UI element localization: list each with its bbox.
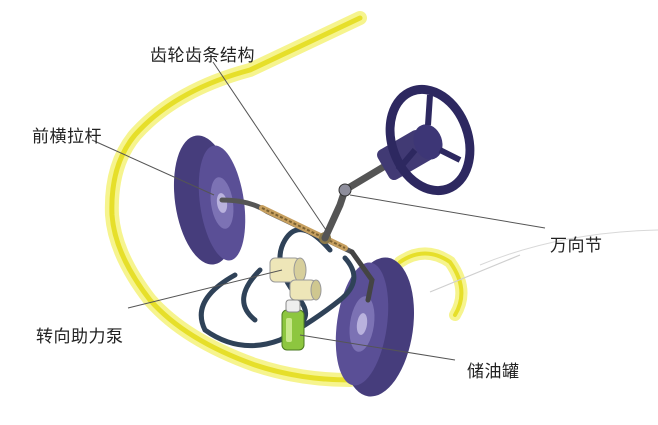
car-body-outline	[104, 11, 658, 387]
label-reservoir: 储油罐	[467, 362, 520, 382]
label-universal-joint: 万向节	[550, 236, 603, 256]
reservoir-bottle-icon	[281, 299, 305, 351]
label-power-steering-pump: 转向助力泵	[36, 327, 124, 347]
label-front-tie-rod: 前横拉杆	[32, 127, 102, 147]
steering-wheel-icon	[385, 84, 475, 196]
left-tire-icon	[173, 135, 246, 265]
rack-and-pinion	[219, 197, 375, 303]
leader-lines	[91, 61, 546, 361]
pump-icon	[269, 257, 322, 301]
label-rack-pinion: 齿轮齿条结构	[150, 46, 255, 66]
